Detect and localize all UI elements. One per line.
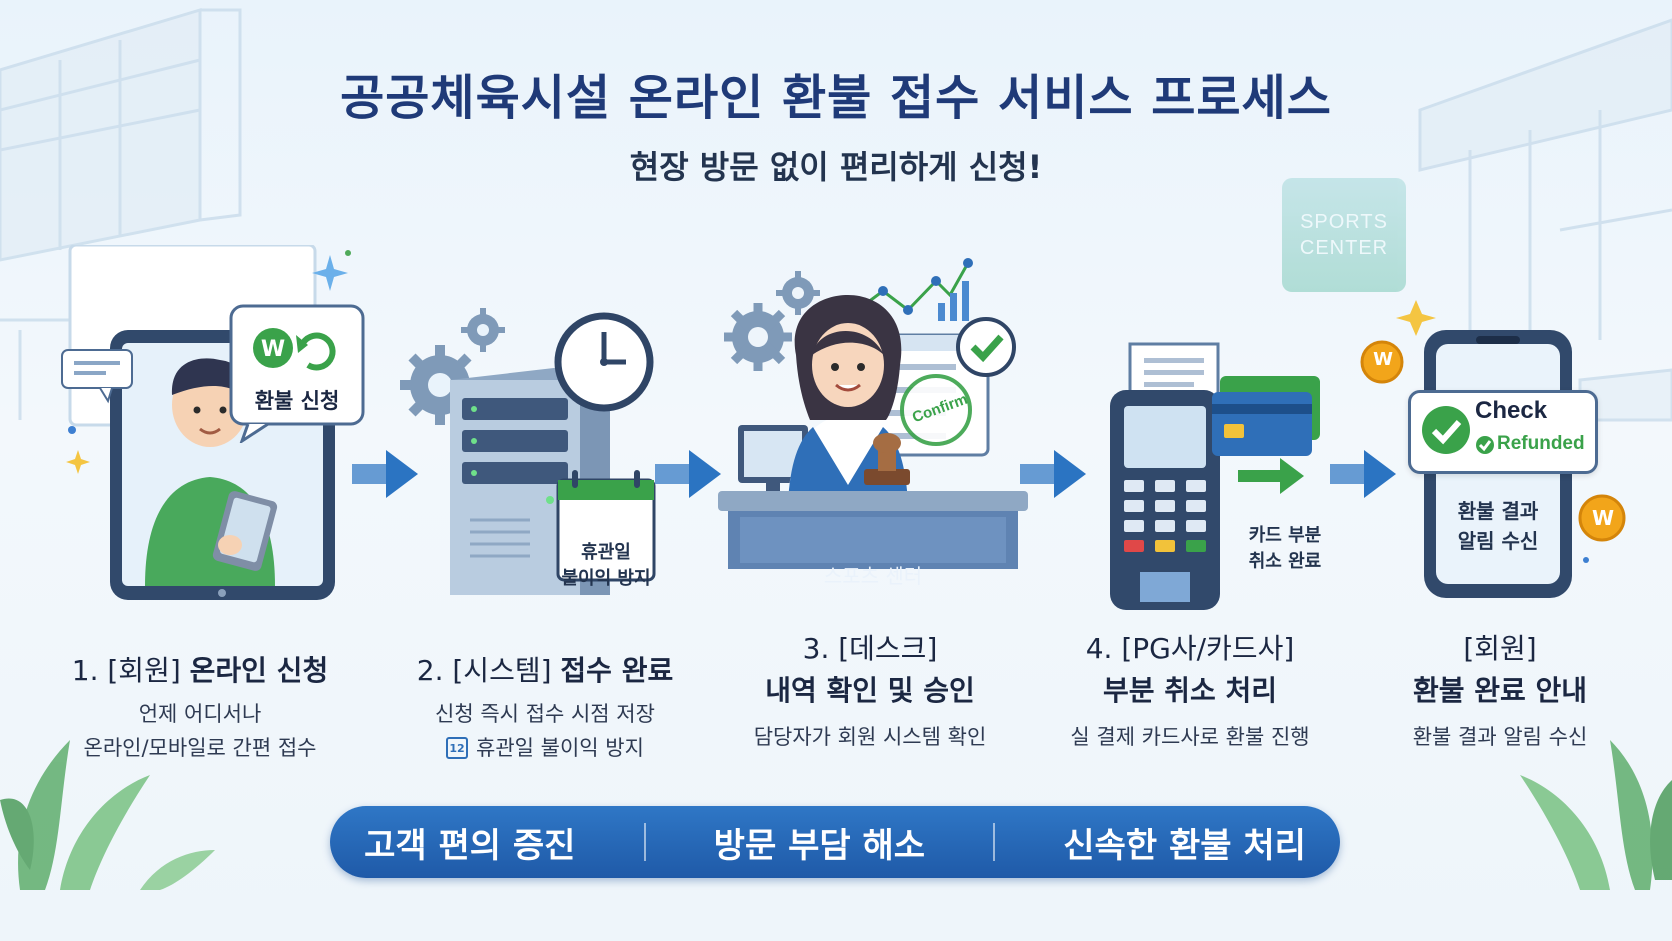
step5-description: 환불 결과 알림 수신: [1375, 720, 1625, 754]
phone-text-line-1: 환불 결과: [1457, 499, 1539, 523]
card-cancel-line-1: 카드 부분: [1248, 525, 1322, 546]
step1-title-prefix: 1. [회원]: [71, 654, 190, 687]
benefits-banner: 고객 편의 증진 방문 부담 해소 신속한 환불 처리: [330, 806, 1340, 878]
calendar-label-line-2: 불이익 방지: [561, 568, 651, 589]
banner-item-convenience: 고객 편의 증진: [364, 825, 576, 866]
check-title: Check: [1475, 397, 1548, 424]
step1-desc-line-1: 언제 어디서나: [138, 702, 262, 726]
phone-text-line-2: 알림 수신: [1457, 529, 1539, 553]
step5-title: [회원] 환불 완료 안내: [1375, 628, 1625, 712]
step2-desc-line-1: 신청 즉시 접수 시점 저장: [435, 702, 655, 726]
step1-desc-line-2: 온라인/모바일로 간편 접수: [83, 736, 317, 760]
check-circle-icon: [1422, 406, 1470, 454]
step4-description: 실 결제 카드사로 환불 진행: [1040, 720, 1340, 754]
step5-title-prefix: [회원]: [1463, 632, 1537, 665]
page-subtitle: 현장 방문 없이 편리하게 신청!: [629, 148, 1043, 186]
step2-title-bold: 접수 완료: [560, 654, 674, 687]
step3-description: 담당자가 회원 시스템 확인: [715, 720, 1025, 754]
refund-check-card: Check Refunded: [1408, 390, 1598, 474]
check-subtitle: Refunded: [1497, 433, 1585, 454]
step4-title-bold: 부분 취소 처리: [1102, 674, 1278, 707]
coin-icon: W: [1591, 506, 1615, 530]
step3-title-bold: 내역 확인 및 승인: [765, 674, 975, 707]
arrow-right-icon: [352, 450, 418, 498]
step1-description: 언제 어디서나 온라인/모바일로 간편 접수: [50, 697, 350, 765]
step2-title-prefix: 2. [시스템]: [416, 654, 561, 687]
won-icon: W: [260, 337, 286, 362]
step3-title-prefix: 3. [데스크]: [802, 632, 938, 665]
arrow-right-icon: [655, 450, 721, 498]
arrow-right-icon: [1330, 450, 1396, 498]
arrow-right-icon: [1020, 450, 1086, 498]
step1-title: 1. [회원] 온라인 신청: [50, 650, 350, 692]
card-cancel-line-2: 취소 완료: [1248, 551, 1322, 572]
sign-line-2: CENTER: [1299, 237, 1389, 259]
page-title: 공공체육시설 온라인 환불 접수 서비스 프로세스: [340, 70, 1332, 126]
step1-title-bold: 온라인 신청: [189, 654, 329, 687]
banner-divider: [643, 823, 646, 861]
step3-title: 3. [데스크] 내역 확인 및 승인: [730, 628, 1010, 712]
phone-notification-text: 환불 결과 알림 수신: [1436, 496, 1560, 556]
card-cancel-label: 카드 부분 취소 완료: [1230, 523, 1340, 575]
step2-server-illustration: [400, 308, 656, 595]
step2-desc-line-2-text: 휴관일 불이익 방지: [476, 736, 644, 760]
banner-item-fast-refund: 신속한 환불 처리: [1063, 825, 1306, 866]
step3-desk-illustration: [718, 258, 1028, 569]
banner-item-visit-burden: 방문 부담 해소: [713, 825, 926, 866]
step4-desc-line-1: 실 결제 카드사로 환불 진행: [1070, 725, 1310, 749]
coin-icon: W: [1373, 349, 1393, 370]
banner-divider: [993, 823, 996, 861]
calendar-label-line-1: 휴관일: [581, 542, 631, 563]
small-check-icon: [1476, 436, 1494, 454]
desk-sign: 스포츠 센터: [823, 564, 923, 588]
step4-card-terminal-illustration: [1110, 342, 1320, 610]
refund-request-bubble: [229, 304, 365, 443]
step5-title-bold: 환불 완료 안내: [1412, 674, 1588, 707]
step5-desc-line-1: 환불 결과 알림 수신: [1412, 725, 1588, 749]
calendar-icon: 12: [446, 737, 469, 759]
step3-desc-line-1: 담당자가 회원 시스템 확인: [753, 725, 987, 749]
step2-title: 2. [시스템] 접수 완료: [395, 650, 695, 692]
step2-description: 신청 즉시 접수 시점 저장 12 휴관일 불이익 방지: [395, 697, 695, 765]
step2-desc-line-2: 12 휴관일 불이익 방지: [395, 731, 695, 765]
sign-line-1: SPORTS: [1300, 211, 1388, 233]
refund-request-bubble-text: 환불 신청: [254, 389, 340, 413]
calendar-label: 휴관일 불이익 방지: [558, 540, 654, 592]
step4-title: 4. [PG사/카드사] 부분 취소 처리: [1050, 628, 1330, 712]
sports-center-sign: SPORTS CENTER: [1282, 178, 1406, 292]
step4-title-prefix: 4. [PG사/카드사]: [1085, 632, 1295, 665]
